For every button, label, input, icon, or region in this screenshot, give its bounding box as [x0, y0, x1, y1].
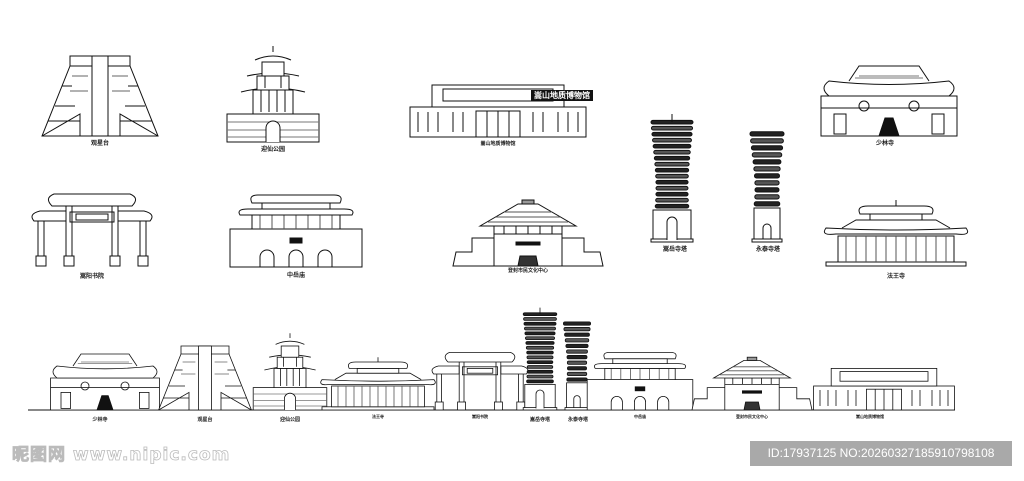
songyang-academy-illustration — [31, 193, 153, 267]
shaolin-temple-illustration — [820, 65, 958, 137]
label-songyang-academy: 嵩阳书院 — [79, 273, 105, 280]
zhongyue-temple-illustration — [229, 194, 363, 268]
fawang-temple-illustration — [823, 199, 969, 267]
museum-sign: 嵩山地质博物馆 — [531, 90, 593, 101]
label-museum-bottom: 嵩山地质博物馆 — [856, 414, 884, 419]
yongtai-pagoda-bottom-illustration — [563, 321, 591, 411]
watermark-site: 昵图网 www.nipic.com — [12, 445, 231, 466]
label-yongtai-pagoda: 永泰寺塔 — [755, 246, 781, 253]
watermark-id-badge: ID:17937125 NO:20260327185910798108 — [750, 441, 1012, 466]
label-fawang-bottom: 法王寺 — [372, 414, 384, 419]
label-yingxian-park: 迎仙公园 — [260, 146, 286, 153]
label-guanxingtai-bottom: 观星台 — [197, 417, 213, 423]
yongtai-pagoda-illustration — [749, 131, 785, 243]
label-yongtai-bottom: 永泰寺塔 — [567, 417, 589, 423]
label-songyue-pagoda: 嵩岳寺塔 — [662, 246, 688, 253]
fawang-temple-bottom-illustration — [320, 356, 436, 411]
label-zhongyue-bottom: 中岳庙 — [634, 414, 646, 419]
songyue-pagoda-illustration — [650, 113, 694, 243]
songyang-academy-bottom-illustration — [431, 351, 529, 411]
label-zhongyue: 中岳庙 — [286, 272, 306, 279]
geology-museum-bottom-illustration — [813, 367, 955, 411]
label-shaolin-bottom: 少林寺 — [92, 417, 108, 423]
label-songyang-bottom: 嵩阳书院 — [472, 414, 488, 419]
yingxian-tower-bottom-illustration — [252, 332, 328, 411]
culture-center-illustration — [452, 199, 604, 267]
label-guanxingtai: 观星台 — [90, 140, 110, 147]
guanxingtai-bottom-illustration — [158, 345, 252, 411]
label-museum: 嵩山地质博物馆 — [480, 141, 516, 147]
buildings — [31, 45, 969, 411]
label-songyue-bottom: 嵩岳寺塔 — [529, 417, 551, 423]
label-yingxian-bottom: 迎仙公园 — [279, 417, 301, 423]
label-culture-bottom: 登封市民文化中心 — [736, 414, 768, 419]
label-fawang: 法王寺 — [886, 273, 906, 280]
label-culture-center: 登封市民文化中心 — [507, 268, 549, 274]
songyue-pagoda-bottom-illustration — [522, 307, 558, 411]
culture-center-bottom-illustration — [691, 356, 813, 411]
shaolin-temple-bottom-illustration — [50, 353, 160, 411]
yingxian-tower-illustration — [226, 45, 320, 143]
guanxingtai-illustration — [41, 55, 159, 137]
zhongyue-temple-bottom-illustration — [586, 351, 694, 411]
label-shaolin: 少林寺 — [875, 140, 895, 147]
